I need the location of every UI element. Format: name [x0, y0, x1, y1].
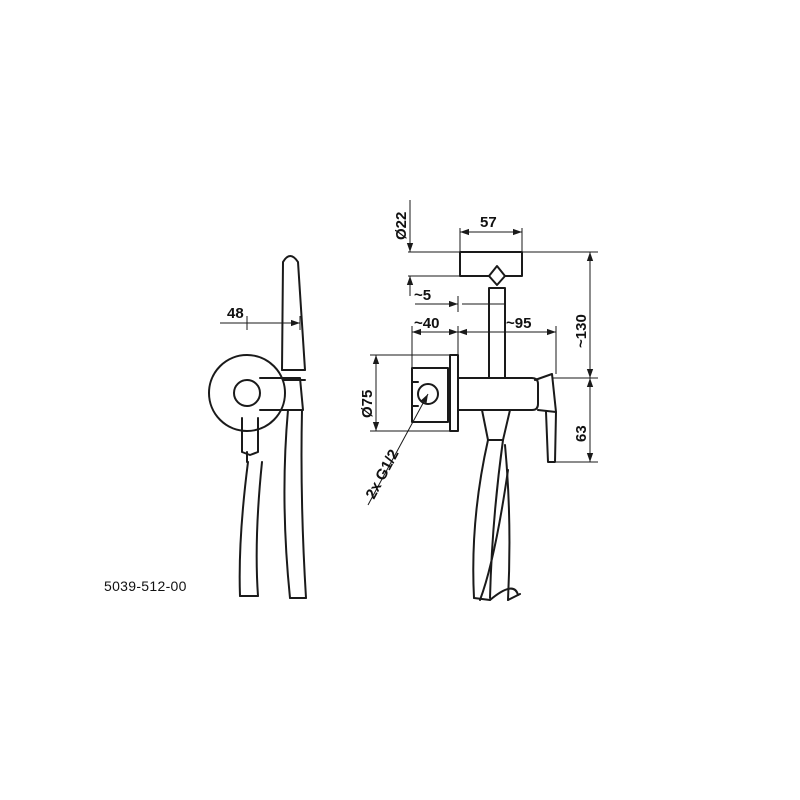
- hand-shower-front: [281, 255, 306, 371]
- mixer-body: [457, 377, 539, 411]
- wall-plate-side: [449, 354, 459, 432]
- dim-plate-diameter: Ø75: [359, 390, 376, 418]
- dim-head-width: 57: [480, 214, 497, 231]
- g12-connection: [417, 383, 439, 405]
- dim-nozzle-offset: ~5: [414, 287, 431, 304]
- side-view: 57 Ø22 ~5 ~40 ~95 ~130 63 Ø75: [359, 200, 598, 601]
- leader-g12: [367, 393, 429, 506]
- shower-head-side: [459, 251, 523, 286]
- lever-side: [534, 373, 557, 413]
- hose-right-a: [472, 439, 489, 599]
- dim-handle-offset: 48: [227, 305, 244, 322]
- dim-lower-height: 63: [573, 425, 590, 442]
- dim-total-height: ~130: [573, 314, 590, 348]
- shower-stem: [488, 287, 506, 379]
- front-view: 48: [208, 255, 307, 599]
- product-code: 5039-512-00: [104, 578, 187, 594]
- dim-connection: 2x G1/2: [363, 447, 403, 502]
- dim-wall-depth: ~40: [414, 315, 439, 332]
- valve-hub-front: [233, 379, 261, 407]
- hose-left-a: [238, 461, 249, 597]
- dim-lever-reach: ~95: [506, 315, 531, 332]
- hose-left-b: [255, 461, 263, 597]
- dim-head-diameter: Ø22: [393, 212, 410, 240]
- hose-right-b: [504, 444, 511, 601]
- hose-left-c: [283, 409, 291, 599]
- wall-plate-front: [208, 354, 286, 432]
